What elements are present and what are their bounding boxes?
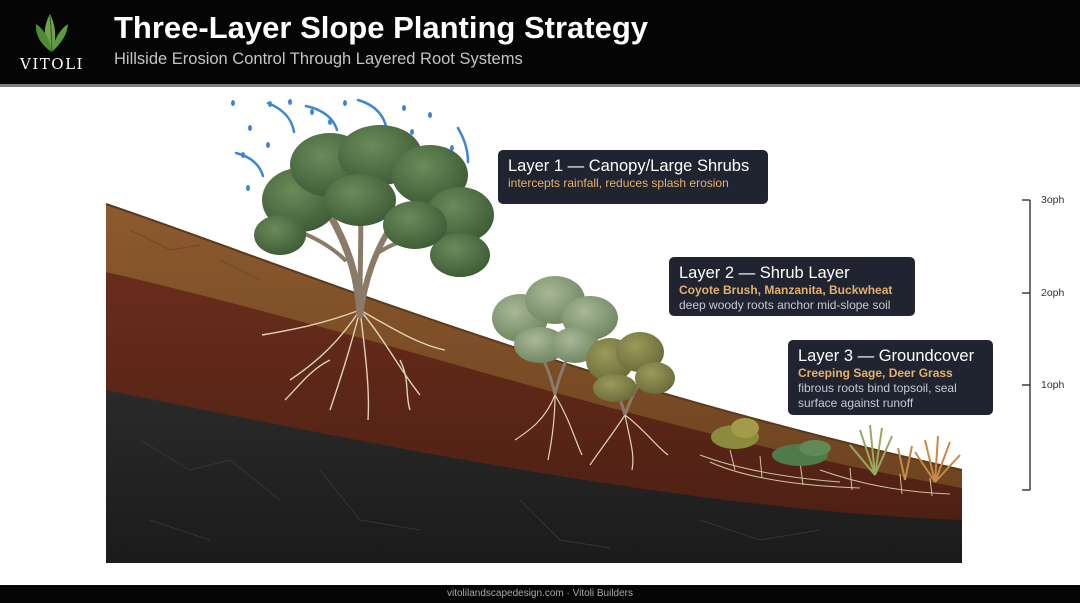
header-bar [0, 0, 1080, 84]
layer-2-description: deep woody roots anchor mid-slope soil [679, 298, 891, 312]
layer-3-callout: Layer 3 — Groundcover Creeping Sage, Dee… [788, 340, 993, 415]
canopy-roots [261, 309, 446, 421]
shrub-foliage-coyote-brush [492, 276, 618, 363]
layer-3-species: Creeping Sage, Deer Grass [798, 366, 953, 380]
scale-label-2: 2oph [1041, 287, 1065, 299]
scale-label-1: 1oph [1041, 379, 1065, 391]
layer-1-callout: Layer 1 — Canopy/Large Shrubs intercepts… [498, 150, 768, 204]
groundcover-creeping-sage [711, 418, 831, 466]
shrub-roots [514, 394, 669, 471]
page-subtitle: Hillside Erosion Control Through Layered… [114, 50, 523, 68]
slope-surface-line [105, 203, 963, 471]
layer-2-species: Coyote Brush, Manzanita, Buckwheat [679, 283, 893, 297]
page-title: Three-Layer Slope Planting Strategy [114, 10, 649, 45]
layer-2-callout: Layer 2 — Shrub Layer Coyote Brush, Manz… [669, 257, 915, 316]
canopy-tree-foliage [254, 125, 494, 277]
groundcover-deer-grass [849, 424, 961, 483]
rain-arrows [234, 98, 470, 178]
layer-1-heading: Layer 1 — Canopy/Large Shrubs [508, 157, 750, 175]
brand-logo-text: VITOLI [20, 55, 84, 73]
leaf-logo-icon [35, 14, 68, 53]
layer-3-heading: Layer 3 — Groundcover [798, 347, 975, 365]
groundcover-roots [699, 449, 951, 497]
layer-2-heading: Layer 2 — Shrub Layer [679, 264, 850, 282]
shrub-foliage-manzanita [586, 332, 675, 402]
layer-1-description: intercepts rainfall, reduces splash eros… [508, 176, 729, 190]
header-divider [0, 84, 1080, 87]
footer-credit: vitolilandscapedesign.com · Vitoli Build… [0, 585, 1080, 603]
layer-3-description: fibrous roots bind topsoil, seal surface… [798, 381, 957, 410]
height-scale [1022, 199, 1031, 491]
scale-label-3: 3oph [1041, 194, 1065, 206]
